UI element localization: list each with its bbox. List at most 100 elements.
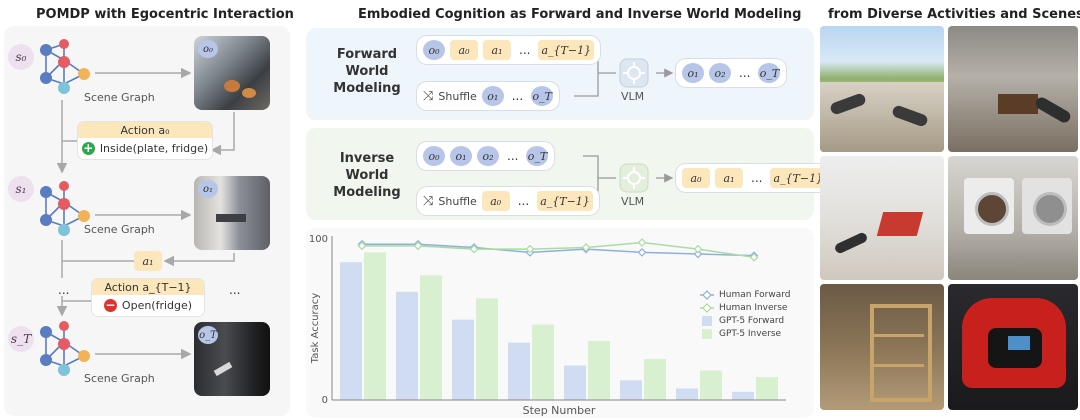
bar-gpt5-forward-7: [676, 388, 698, 400]
point-human-forward-7: [693, 249, 703, 259]
inverse-input-oT: o_T: [526, 146, 549, 166]
minus-icon: −: [103, 297, 117, 312]
shuffle-icon: ⤨: [423, 193, 434, 209]
legend-marker-gpt5-forward: [702, 315, 712, 326]
observation-label-o1: o₁: [198, 180, 218, 198]
forward-world-modeling-label: Forward World Modeling: [333, 47, 401, 96]
point-human-inverse-5: [581, 243, 591, 252]
inverse-shuffle-aT: a_{T−1}: [537, 191, 593, 211]
forward-input-o0: o₀: [423, 40, 445, 60]
action-aT-head: Action a_{T−1}: [92, 279, 204, 295]
inverse-input-o2: o₂: [477, 146, 499, 166]
scene-graph-label-0: Scene Graph: [84, 91, 155, 104]
bar-gpt5-inverse-3: [476, 298, 498, 400]
action-aT-body: Open(fridge): [121, 298, 193, 312]
y-tick-top: 100: [309, 234, 328, 245]
point-human-forward-6: [637, 248, 647, 257]
pomdp-title: POMDP with Egocentric Interaction: [36, 7, 294, 22]
bar-gpt5-forward-2: [396, 291, 418, 400]
inverse-output-aT: a_{T−1}: [770, 168, 827, 188]
line-human-forward: [362, 243, 755, 257]
y-axis-label: Task Accuracy: [310, 293, 321, 364]
chart-legend: Human Forward Human Inverse GPT-5 Forwar…: [700, 288, 806, 340]
forward-shuffle-label: Shuffle: [438, 89, 477, 103]
legend-marker-gpt5-inverse: [702, 328, 712, 339]
point-human-inverse-3: [469, 244, 479, 254]
inverse-shuffle-a0: a₀: [481, 191, 510, 211]
forward-shuffle-oT: o_T: [531, 86, 554, 106]
bar-gpt5-inverse-8: [756, 377, 778, 400]
world-modeling-title: Embodied Cognition as Forward and Invers…: [358, 7, 802, 22]
point-human-inverse-2: [413, 241, 423, 251]
point-human-inverse-1: [357, 241, 367, 251]
inverse-output-a1: a₁: [715, 168, 743, 188]
inverse-output-a0: a₀: [682, 168, 710, 188]
scene-photo-4: [948, 156, 1078, 280]
inverse-output-ellipsis: ...: [751, 171, 763, 185]
point-human-inverse-4: [525, 244, 535, 254]
forward-output-ellipsis: ...: [739, 66, 751, 80]
state-s1: s₁: [8, 176, 34, 202]
inverse-shuffle-label: Shuffle: [438, 194, 477, 208]
inverse-world-modeling-label: Inverse World Modeling: [333, 151, 401, 200]
plus-icon: +: [81, 140, 95, 155]
scene-graph-icon-1: [40, 181, 90, 236]
forward-input-ellipsis: ...: [519, 43, 531, 57]
forward-input-sequence: o₀ a₀ a₁ ... a_{T−1}: [417, 36, 601, 64]
forward-shuffle-o1: o₁: [481, 86, 504, 106]
action-aT-box: Action a_{T−1} − Open(fridge): [92, 279, 204, 316]
forward-input-a1: a₁: [483, 40, 511, 60]
inverse-input-ellipsis: ...: [507, 149, 519, 163]
scene-graph-icon-0: [40, 39, 90, 94]
chart-panel: [306, 228, 814, 418]
bar-gpt5-forward-5: [564, 365, 586, 400]
observation-label-oT: o_T: [198, 326, 218, 344]
observation-image-T: o_T: [194, 322, 270, 396]
scene-photo-3: [820, 156, 944, 280]
legend-item-human-forward: Human Forward: [700, 288, 806, 301]
ellipsis-right: ...: [229, 283, 241, 297]
accuracy-chart: 100 0 Task Accuracy Step Number: [309, 234, 786, 417]
scenes-title: from Diverse Activities and Scenes: [828, 7, 1080, 22]
bar-gpt5-inverse-4: [532, 324, 554, 400]
legend-item-gpt5-inverse: GPT-5 Inverse: [700, 327, 806, 340]
scene-photo-6: [948, 284, 1078, 410]
vlm-icon-inverse: [619, 163, 649, 193]
y-tick-bottom: 0: [322, 395, 328, 406]
action-a0-head: Action a₀: [78, 122, 212, 138]
forward-input-a0: a₀: [450, 40, 478, 60]
action-a0-body: Inside(plate, fridge): [99, 141, 209, 155]
inverse-input-o0: o₀: [423, 146, 445, 166]
shuffle-icon: ⤨: [423, 88, 434, 104]
forward-output-o2: o₂: [709, 63, 731, 83]
legend-item-gpt5-forward: GPT-5 Forward: [700, 314, 806, 327]
observation-image-1: o₁: [194, 176, 270, 250]
observation-image-0: o₀: [194, 36, 270, 110]
inverse-output-sequence: a₀ a₁ ... a_{T−1}: [676, 164, 833, 192]
pomdp-arrows: [56, 67, 235, 360]
vlm-label-forward: VLM: [621, 90, 645, 103]
state-sT: s_T: [8, 326, 34, 352]
forward-output-sequence: o₁ o₂ ... o_T: [676, 59, 787, 87]
line-human-inverse: [362, 241, 755, 259]
bar-gpt5-inverse-2: [420, 275, 442, 400]
point-human-inverse-7: [693, 244, 703, 254]
scene-photo-5: [820, 284, 944, 410]
ellipsis-left: ...: [58, 283, 70, 297]
inverse-shuffle-sequence: ⤨ Shuffle a₀ ... a_{T−1}: [417, 187, 599, 215]
forward-shuffle-ellipsis: ...: [511, 89, 524, 103]
bar-gpt5-inverse-7: [700, 370, 722, 400]
inverse-shuffle-ellipsis: ...: [517, 194, 530, 208]
point-human-inverse-6: [637, 238, 647, 247]
action-token-a1: a₁: [134, 251, 162, 271]
bar-gpt5-forward-3: [452, 319, 474, 400]
inverse-input-sequence: o₀ o₁ o₂ ... o_T: [417, 142, 555, 170]
bar-gpt5-inverse-6: [644, 359, 666, 400]
bar-gpt5-inverse-5: [588, 340, 610, 400]
forward-shuffle-sequence: ⤨ Shuffle o₁ ... o_T: [417, 82, 560, 110]
action-a0-box: Action a₀ + Inside(plate, fridge): [78, 122, 212, 159]
state-s0: s₀: [8, 44, 34, 70]
x-axis-label: Step Number: [523, 404, 596, 417]
forward-output-o1: o₁: [682, 63, 704, 83]
scene-graph-icon-T: [40, 321, 90, 376]
